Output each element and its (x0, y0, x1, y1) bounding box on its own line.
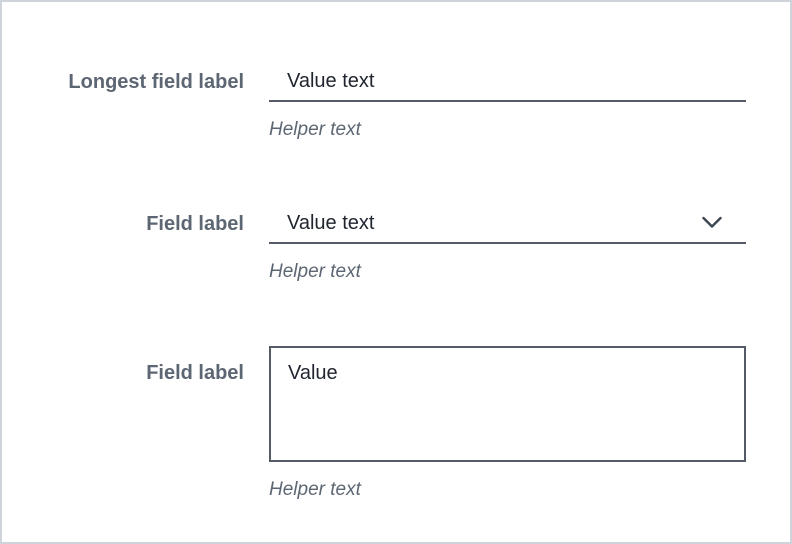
select-helper-text: Helper text (269, 261, 361, 282)
textarea-field-column: Value Helper text (269, 346, 746, 501)
text-input-helper-text: Helper text (269, 119, 361, 140)
select-label: Field label (146, 213, 244, 235)
select-field-column: Value text Helper text (269, 204, 746, 283)
field-row-textarea: Field label Value Helper text (2, 346, 790, 501)
textarea-label: Field label (146, 362, 244, 384)
textarea-helper-text: Helper text (269, 479, 361, 500)
select-input[interactable]: Value text (269, 204, 746, 244)
textarea-value: Value (288, 362, 338, 384)
field-row-select: Field label Value text Helper text (2, 204, 790, 283)
text-input-label: Longest field label (68, 71, 244, 93)
field-row-text-input: Longest field label Value text Helper te… (2, 62, 790, 141)
select-value: Value text (287, 211, 375, 234)
text-input[interactable]: Value text (269, 62, 746, 102)
chevron-down-icon[interactable] (702, 216, 722, 229)
text-input-field-column: Value text Helper text (269, 62, 746, 141)
text-input-value: Value text (287, 69, 375, 92)
textarea-input[interactable]: Value (269, 346, 746, 462)
